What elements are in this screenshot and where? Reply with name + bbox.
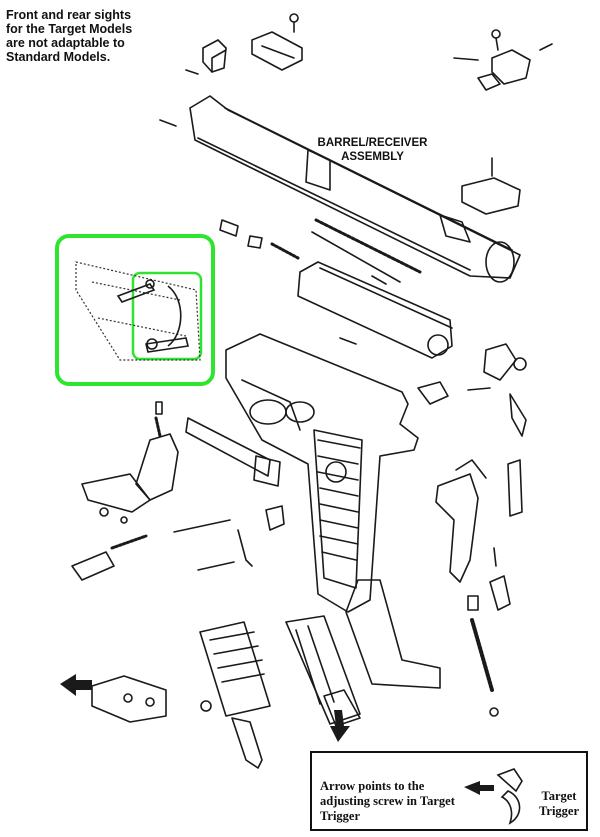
highlight-box-inner <box>131 271 203 361</box>
callout-text: Arrow points to the adjusting screw in T… <box>320 779 455 823</box>
recoil-spring-part <box>311 218 422 283</box>
hammer-strut-part <box>185 417 281 487</box>
front-sight-part <box>185 39 227 75</box>
hammer-part <box>81 401 179 524</box>
trigger-part <box>435 459 523 611</box>
barrel-part <box>159 95 521 283</box>
magazine-part <box>199 621 271 769</box>
magazine-insert-arrow <box>60 674 92 696</box>
safety-part <box>417 343 527 437</box>
magazine-body-part <box>285 615 361 727</box>
sear-part <box>71 519 235 581</box>
trigger-adjust-detail <box>75 261 201 361</box>
frame-grip-part <box>225 333 419 613</box>
rear-sight-part <box>453 29 553 91</box>
target-sights-note: Front and rear sights for the Target Mod… <box>6 8 133 64</box>
rear-sight-assembly-part <box>461 157 521 215</box>
sight-base-part <box>251 31 303 71</box>
highlight-box-outer <box>55 234 215 386</box>
magazine-release-arrow <box>330 710 350 742</box>
target-trigger-icon <box>464 768 523 825</box>
barrel-receiver-label: BARREL/RECEIVER ASSEMBLY <box>317 137 428 163</box>
disconnector-part <box>237 505 285 567</box>
firing-pin-part <box>219 219 387 345</box>
target-trigger-label: Target Trigger <box>538 789 580 818</box>
target-trigger-callout: Arrow points to the adjusting screw in T… <box>310 751 588 831</box>
sight-screw-part <box>289 13 299 33</box>
mainspring-part <box>467 595 499 717</box>
bolt-part <box>297 261 453 359</box>
grip-lower-part <box>345 579 441 689</box>
magazine-base-part <box>91 675 212 723</box>
